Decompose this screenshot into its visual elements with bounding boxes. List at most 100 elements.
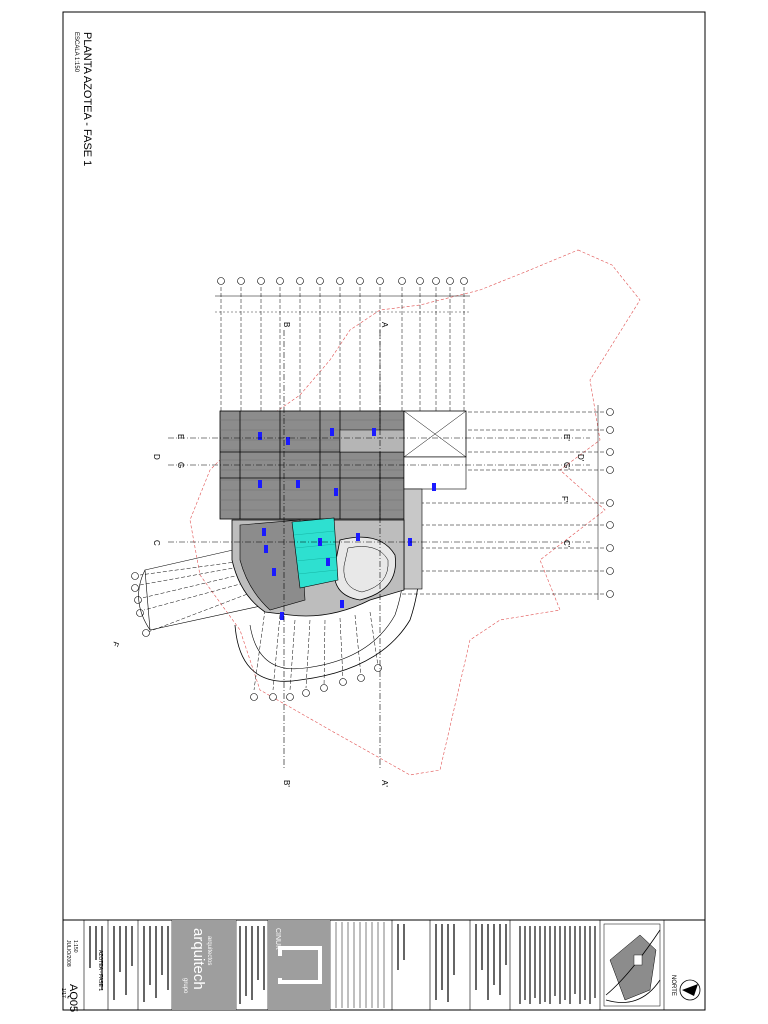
svg-text:A': A' [380,780,389,787]
blue-marker [272,568,276,576]
grid-bubble [606,590,614,598]
grid-bubble [357,674,365,682]
notes-block [516,924,596,1006]
blue-marker [296,480,300,488]
stair-core [403,488,423,590]
firm-logo-group: grupo arquitech arquitectos [182,928,212,994]
svg-text:G': G' [562,462,571,470]
north-arrow-pointer [682,984,698,996]
svg-text:C': C' [562,540,571,548]
blue-marker [334,488,338,496]
sheet-scale-value: 1:150 [72,940,78,953]
grid-bubble [606,499,614,507]
date-group: JULIO/2008 1:150 [65,940,78,967]
grid-bubble [446,277,454,285]
grid-bubble [606,544,614,552]
sheet-code-group: AQ05 1/17 [60,984,79,1012]
svg-text:F: F [110,640,120,648]
grid-bubble [339,678,347,686]
svg-text:D': D' [576,454,585,462]
grid-bubble [606,521,614,529]
sheet-title: PLANTA AZOTEA - FASE 1 [81,32,93,166]
grid-bubble [356,277,364,285]
section-mark-C: C [152,540,161,546]
grid-bubble [432,277,440,285]
client-logo-mark-cut [274,956,292,978]
section-lines [168,330,590,770]
grid-bubble [286,693,294,701]
grid-bubble [142,629,150,637]
section-mark-D-prime: D' [576,454,585,462]
title-block-notes [397,924,507,1002]
section-mark-E: E [176,434,185,439]
blue-marker [432,483,436,491]
grid-bubbles-radial [131,572,382,701]
notes-block-lines [519,926,596,1004]
grid-bubble [134,596,142,604]
blue-marker [286,437,290,445]
sheet-date: JULIO/2008 [65,940,71,967]
section-mark-C-prime: C' [562,540,571,548]
fase-field: AZOTEA - FASE 1 [97,950,103,991]
svg-text:E: E [176,434,185,439]
grid-bubble [320,684,328,692]
section-mark-E-prime: E' [562,434,571,441]
firm-name: arquitech [190,928,207,990]
section-mark-A-prime: A' [380,780,389,787]
grid-bubble [302,689,310,697]
grid-lines-vertical [220,287,465,412]
firm-band [172,920,236,1010]
north-label: NORTE [670,975,676,996]
title-group: PLANTA AZOTEA - FASE 1 ESCALA 1:150 [73,32,93,166]
grid-bubble [131,584,139,592]
blue-marker [280,612,284,620]
blue-marker [340,600,344,608]
north-label-group: NORTE [670,975,676,996]
grid-bubble [316,277,324,285]
grid-bubble [376,277,384,285]
svg-text:B': B' [282,780,291,787]
section-mark-F: F [110,640,120,648]
client-logo-text-group: CINUK [274,928,281,950]
blue-marker [372,428,376,436]
svg-text:A: A [380,322,389,328]
title-block-rule-lines [335,922,385,1008]
highlight-zone-hatch [293,530,338,575]
grid-bubble [416,277,424,285]
grid-bubble [250,693,258,701]
grid-bubble [606,567,614,575]
blue-marker [356,533,360,541]
sheet-sub: 1/17 [60,988,66,998]
title-block: grupo arquitech arquitectos CINUK [60,919,706,1012]
section-mark-F-prime: F' [560,496,569,503]
grid-bubble [606,448,614,456]
blue-marker [330,428,334,436]
grid-bubble [398,277,406,285]
grid-bubble [136,609,144,617]
blue-marker [326,558,330,566]
roof-lower-wing-dark [239,519,306,611]
grid-bubble [336,277,344,285]
grid-bubble [606,466,614,474]
grid-bubbles-right [606,408,614,598]
grid-lines-radial [139,559,379,691]
blue-marker [264,545,268,553]
blue-marker [258,480,262,488]
ramp-band-arc [138,569,151,631]
key-map-roads [605,929,661,1003]
section-mark-G-prime: G' [562,462,571,470]
grid-bubbles-top [217,277,468,285]
grid-bubble [374,664,382,672]
section-mark-B-prime: B' [282,780,291,787]
oval-courtyard-inner [343,546,389,593]
highlight-zone [291,517,339,589]
sheet-code: AQ05 [67,984,79,1012]
grid-bubble [276,277,284,285]
sheet-scale: ESCALA 1:150 [73,32,79,73]
section-mark-A: A [380,322,389,328]
grid-bubble [606,408,614,416]
section-mark-G: G [176,462,185,468]
key-map-block [633,954,643,966]
grid-bubble [131,572,139,580]
